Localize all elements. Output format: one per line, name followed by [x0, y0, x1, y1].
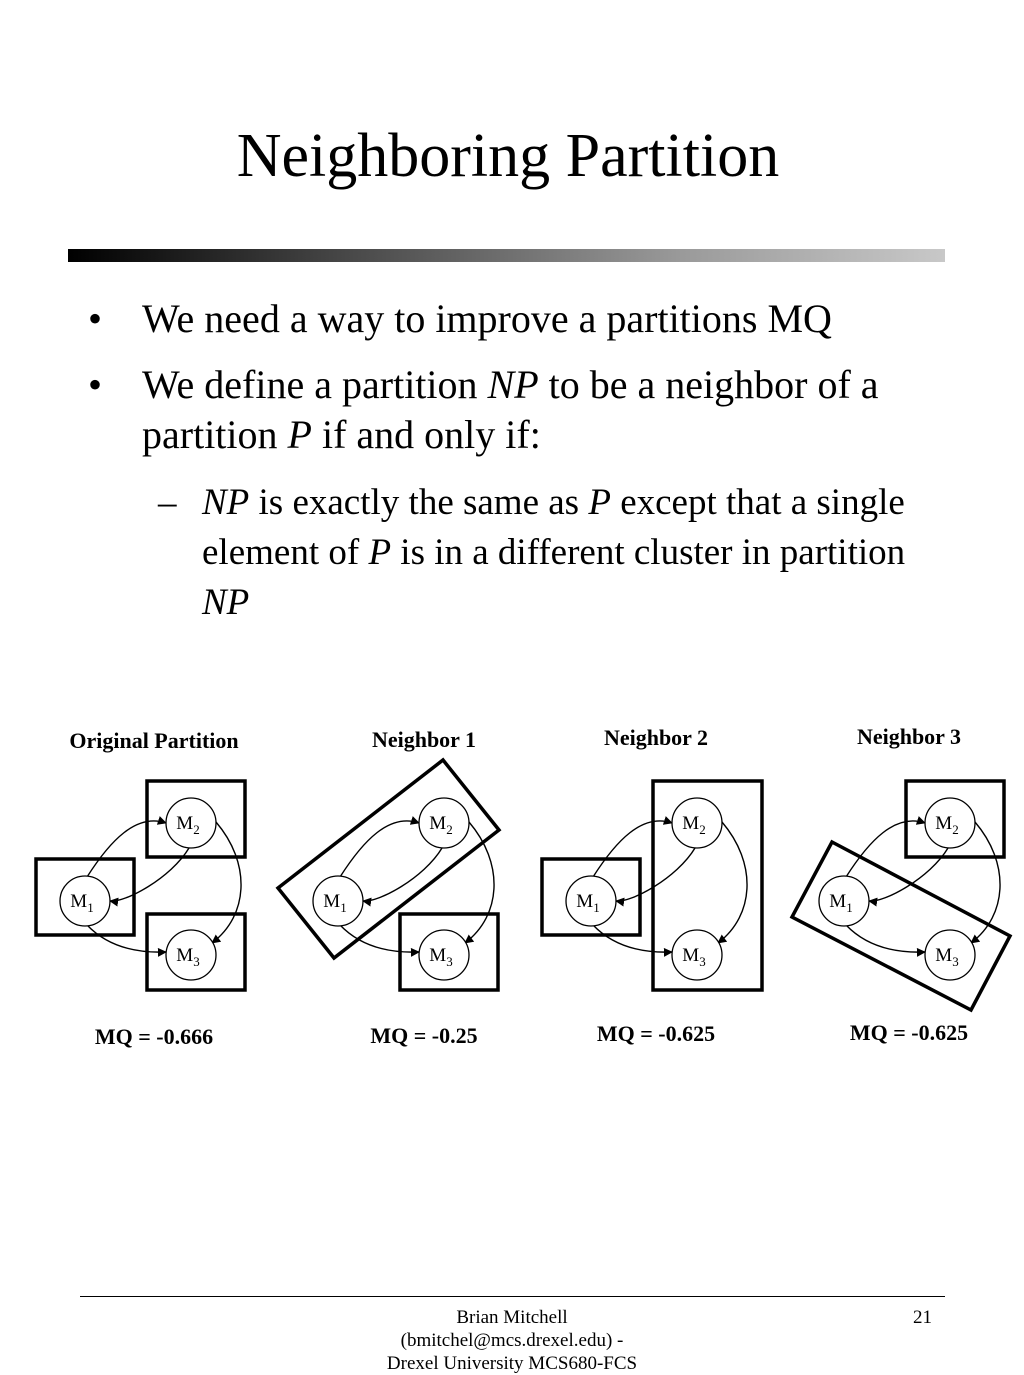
cluster-box	[275, 757, 502, 961]
dependency-edge	[845, 924, 926, 957]
bullet-1: We need a way to improve a partitions MQ	[142, 294, 972, 344]
panel-label: Neighbor 2	[604, 725, 708, 750]
sub-term-np: NP	[202, 582, 250, 623]
module-m1-node	[818, 875, 870, 927]
dependency-edge	[211, 821, 242, 944]
bullet-2-text: to be a neighbor of a partition	[142, 362, 879, 457]
module-m2-node	[418, 797, 470, 849]
bullet-2-text: We define a partition	[142, 362, 488, 407]
module-m1-node	[59, 875, 111, 927]
dependency-edge	[592, 924, 673, 957]
mq-value: MQ = -0.625	[850, 1020, 968, 1045]
cluster-box	[651, 779, 764, 992]
module-m3-node	[671, 929, 723, 981]
sub-text: except that a single element of	[202, 482, 905, 573]
module-m2-node	[671, 797, 723, 849]
bullet-1-text: We need a way to improve a partitions MQ	[142, 296, 832, 341]
module-m2-node	[165, 797, 217, 849]
footer-divider	[80, 1296, 945, 1297]
module-m1-node	[312, 875, 364, 927]
sub-bullet: NP is exactly the same as P except that …	[202, 478, 942, 628]
module-m1-node	[565, 875, 617, 927]
dependency-edge	[845, 816, 926, 878]
title-underline-bar	[68, 249, 945, 262]
module-m2-node	[924, 797, 976, 849]
dependency-edge	[464, 821, 495, 944]
panel-label: Original Partition	[69, 728, 238, 753]
module-m3-node	[924, 929, 976, 981]
cluster-box	[540, 857, 642, 937]
dependency-edge	[362, 847, 443, 907]
cluster-box	[789, 839, 1013, 1013]
panel-label: Neighbor 1	[372, 727, 476, 752]
footer-line-1: Brian Mitchell	[456, 1307, 568, 1328]
dependency-edge	[717, 821, 748, 944]
sub-text: is in a different cluster in partition	[391, 532, 906, 573]
slide-title: Neighboring Partition	[236, 122, 780, 190]
sub-text: is exactly the same as	[249, 482, 589, 523]
dependency-edge	[592, 816, 673, 878]
sub-term-np: NP	[202, 482, 250, 523]
bullet-2-term-p: P	[287, 412, 312, 457]
dependency-edge	[109, 847, 190, 907]
mq-value: MQ = -0.25	[370, 1023, 477, 1048]
sub-bullet-marker: –	[158, 482, 177, 523]
bullet-2: We define a partition NP to be a neighbo…	[142, 360, 942, 460]
cluster-box	[904, 779, 1006, 859]
mq-value: MQ = -0.625	[597, 1021, 715, 1046]
sub-term-p: P	[368, 532, 392, 573]
dependency-edge	[868, 847, 949, 907]
panel-label: Neighbor 3	[857, 724, 961, 749]
dependency-edge	[86, 816, 167, 878]
page-number: 21	[913, 1307, 932, 1328]
mq-value: MQ = -0.666	[95, 1024, 213, 1049]
footer-line-3: Drexel University MCS680-FCS	[386, 1353, 638, 1374]
dependency-edge	[339, 816, 420, 878]
dependency-edge	[339, 924, 420, 957]
cluster-box	[145, 779, 247, 859]
bullet-2-term-np: NP	[487, 362, 539, 407]
bullet-marker: •	[88, 362, 103, 407]
dependency-edge	[86, 924, 167, 957]
footer-line-2: (bmitchel@mcs.drexel.edu) -	[400, 1330, 624, 1351]
bullet-2-text: if and only if:	[311, 412, 541, 457]
module-m3-node	[165, 929, 217, 981]
sub-term-p: P	[588, 482, 611, 523]
cluster-box	[34, 857, 136, 937]
dependency-edge	[970, 821, 1001, 944]
bullet-marker: •	[88, 296, 103, 341]
module-m3-node	[418, 929, 470, 981]
dependency-edge	[615, 847, 696, 907]
bullet-list: • We need a way to improve a partitions …	[88, 294, 972, 628]
